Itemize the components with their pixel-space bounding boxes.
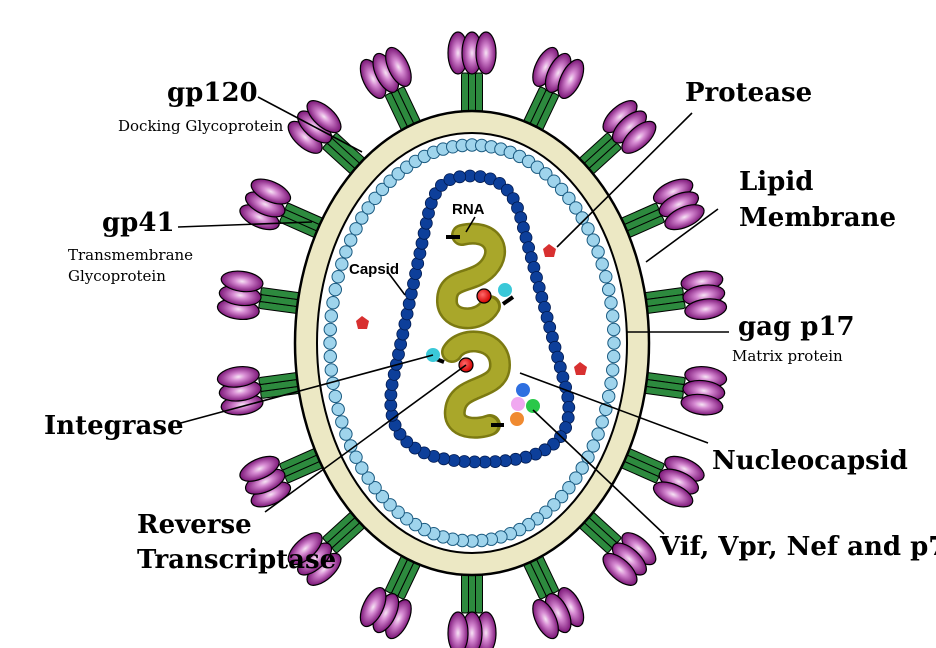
spike-17	[359, 547, 425, 640]
capsid-cone	[384, 169, 576, 469]
protease-icon	[356, 316, 369, 329]
spike-16	[519, 547, 585, 640]
spike-1	[447, 31, 497, 122]
gag-p17-matrix-ring	[323, 138, 621, 548]
capsid-label: Capsid	[349, 261, 399, 278]
reverse-transcriptase-upper	[476, 288, 492, 304]
protease-icon	[574, 362, 587, 375]
gp120-label: gp120	[167, 78, 258, 108]
vpr-protein-icon	[511, 397, 525, 411]
p7-protein-icon	[510, 412, 524, 426]
gag-p17-sublabel: Matrix protein	[732, 347, 843, 365]
gp41-sublabel-line2: Glycoprotein	[68, 267, 166, 285]
integrase-upper	[498, 283, 512, 297]
spike-18	[447, 564, 497, 648]
gp41-label: gp41	[102, 208, 175, 238]
reverse-transcriptase-label-line1: Reverse	[137, 510, 252, 540]
gp120-gp41-spikes	[216, 31, 728, 648]
spike-9	[216, 270, 310, 321]
lipid-membrane-label-line1: Lipid	[739, 167, 813, 197]
spike-8	[634, 270, 728, 321]
rna-strands	[435, 222, 515, 439]
protease-label: Protease	[685, 78, 812, 108]
rna-label: RNA	[452, 201, 485, 218]
vif-protein-icon	[516, 383, 530, 397]
gp120-sublabel: Docking Glycoprotein	[118, 117, 284, 135]
protease-icon	[543, 244, 556, 257]
nef-protein-icon	[526, 399, 540, 413]
vif-vpr-nef-p7-label: Vif, Vpr, Nef and p7	[659, 532, 936, 562]
lipid-membrane-label-line2: Membrane	[739, 203, 896, 233]
nucleocapsid-label: Nucleocapsid	[712, 446, 908, 476]
gp41-sublabel-line1: Transmembrane	[68, 246, 193, 264]
reverse-transcriptase-label-line2: Transcriptase	[137, 545, 336, 575]
leader-lines	[176, 96, 729, 535]
integrase-label: Integrase	[44, 411, 184, 441]
gag-p17-label: gag p17	[738, 312, 855, 342]
